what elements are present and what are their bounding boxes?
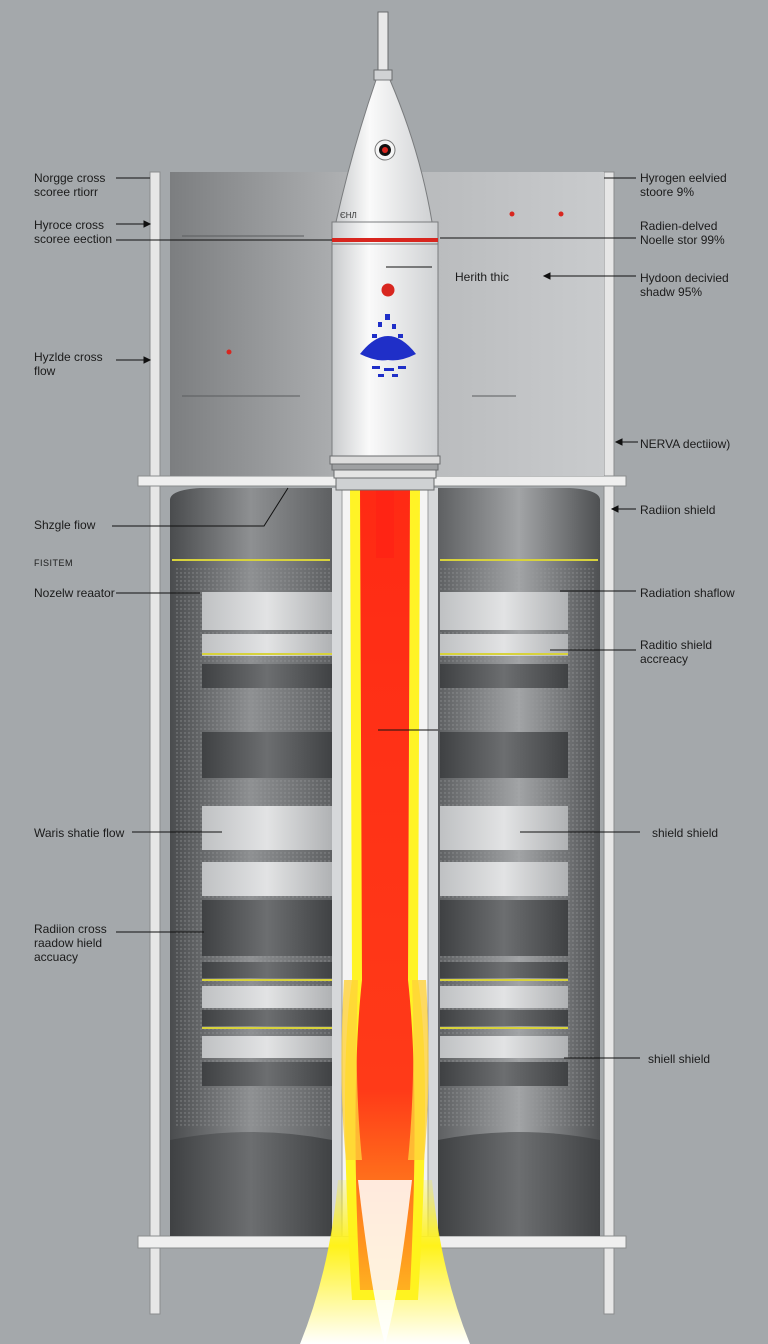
rocket-icon: [329, 11, 441, 491]
shield-band: [202, 862, 332, 896]
label-right-3: Hydoon decivied shadw 95%: [640, 271, 729, 299]
label-left-8: Radiion cross raadow hield accuacy: [34, 922, 107, 964]
logo-icon: [360, 314, 416, 377]
shield-band: [202, 962, 332, 978]
shield-band: [440, 1062, 568, 1086]
shield-band: [440, 664, 568, 688]
shield-band: [202, 732, 332, 778]
shield-band: [202, 664, 332, 688]
shield-band: [202, 1036, 332, 1058]
label-right-8: shield shield: [652, 826, 719, 840]
label-left-6: Nozelw reaator: [34, 586, 115, 600]
shield-band: [440, 900, 568, 956]
shield-band: [202, 806, 332, 850]
shield-band: [440, 1010, 568, 1026]
shield-band: [440, 962, 568, 978]
shield-band: [440, 806, 568, 850]
shield-band: [440, 634, 568, 656]
label-left-3: Hyzlde cross flow: [34, 350, 103, 378]
shield-band: [202, 592, 332, 630]
shield-bands: [170, 592, 600, 1236]
label-left-5: FISITEM: [34, 558, 73, 568]
shield-band: [440, 592, 568, 630]
housing-base: [170, 1132, 332, 1236]
arrow-icon: [614, 438, 623, 446]
label-center: Herith thic: [455, 270, 510, 284]
rocket-mark: ЄHЛ: [340, 211, 357, 220]
label-right-7: Raditio shield accreacy: [640, 638, 713, 666]
label-right-6: Radiation shaflow: [640, 586, 735, 600]
label-right-1: Hyrogen eelvied stoore 9%: [640, 171, 727, 199]
leader-lines: [112, 177, 640, 1059]
flame-icon: [300, 488, 470, 1344]
shield-band: [440, 986, 568, 1008]
shield-band: [202, 1010, 332, 1026]
arrow-icon: [143, 356, 152, 364]
shield-band: [202, 900, 332, 956]
shield-band: [202, 634, 332, 656]
shield-band: [440, 862, 568, 896]
housing-base: [438, 1132, 600, 1236]
shield-band: [440, 1036, 568, 1058]
label-right-9: shiell shield: [648, 1052, 711, 1066]
label-left-2: Hyroce cross scoree eection: [34, 218, 113, 246]
arrow-icon: [143, 220, 152, 228]
shield-band: [202, 1062, 332, 1086]
label-left-1: Norgge cross scoree rtiorr: [34, 171, 106, 199]
label-right-5: Radiion shield: [640, 503, 716, 517]
label-right-4: NERVA dectiiow): [640, 437, 731, 451]
label-left-7: Waris shatie flow: [34, 826, 125, 840]
leader-left-4: [112, 487, 289, 527]
label-right-2: Radien-delved Noelle stor 99%: [640, 219, 725, 247]
label-left-4: Shzgle fiow: [34, 518, 96, 532]
shield-band: [202, 986, 332, 1008]
shield-band: [440, 732, 568, 778]
